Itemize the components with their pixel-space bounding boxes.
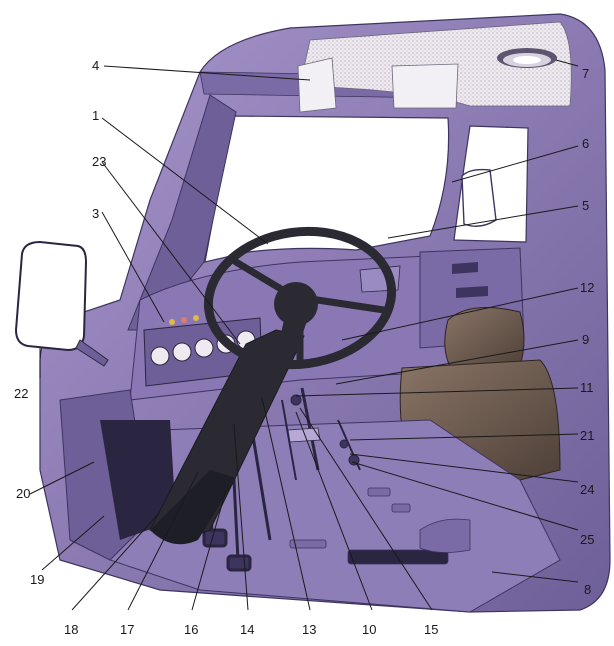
callout-17: 17	[120, 622, 134, 637]
callout-24: 24	[580, 482, 594, 497]
callout-19: 19	[30, 572, 44, 587]
callout-4: 4	[92, 58, 99, 73]
callout-23: 23	[92, 154, 106, 169]
callout-15: 15	[424, 622, 438, 637]
callout-22: 22	[14, 386, 28, 401]
callout-1: 1	[92, 108, 99, 123]
callout-13: 13	[302, 622, 316, 637]
floor-ribs	[289, 487, 471, 565]
callout-11: 11	[580, 380, 594, 395]
windshield	[204, 115, 450, 263]
leader-lines	[29, 59, 579, 611]
callout-16: 16	[184, 622, 198, 637]
callout-9: 9	[582, 332, 589, 347]
window-crank	[456, 286, 488, 298]
callout-25: 25	[580, 532, 594, 547]
column-boot	[150, 470, 236, 545]
sun-visor-right	[391, 63, 459, 109]
callout-12: 12	[580, 280, 594, 295]
callout-18: 18	[64, 622, 78, 637]
callout-8: 8	[584, 582, 591, 597]
seat-back	[444, 307, 525, 371]
callout-20: 20	[16, 486, 30, 501]
callout-7: 7	[582, 66, 589, 81]
floor-opening	[100, 420, 176, 540]
callout-21: 21	[580, 428, 594, 443]
callout-5: 5	[582, 198, 589, 213]
callout-10: 10	[362, 622, 376, 637]
callout-3: 3	[92, 206, 99, 221]
handbrake	[287, 427, 321, 443]
callout-labels: 1 22 3 4 5 6 7 8 9 10 11 12 13 14 15 16 …	[14, 58, 594, 637]
sun-visor-left	[297, 57, 337, 113]
steering-wheel	[203, 226, 397, 370]
warning-lamps	[169, 315, 199, 325]
left-mirror	[14, 240, 109, 367]
dome-lamp	[497, 48, 557, 68]
callout-6: 6	[582, 136, 589, 151]
door-handle	[452, 262, 478, 274]
headliner	[299, 21, 572, 107]
callout-14: 14	[240, 622, 254, 637]
